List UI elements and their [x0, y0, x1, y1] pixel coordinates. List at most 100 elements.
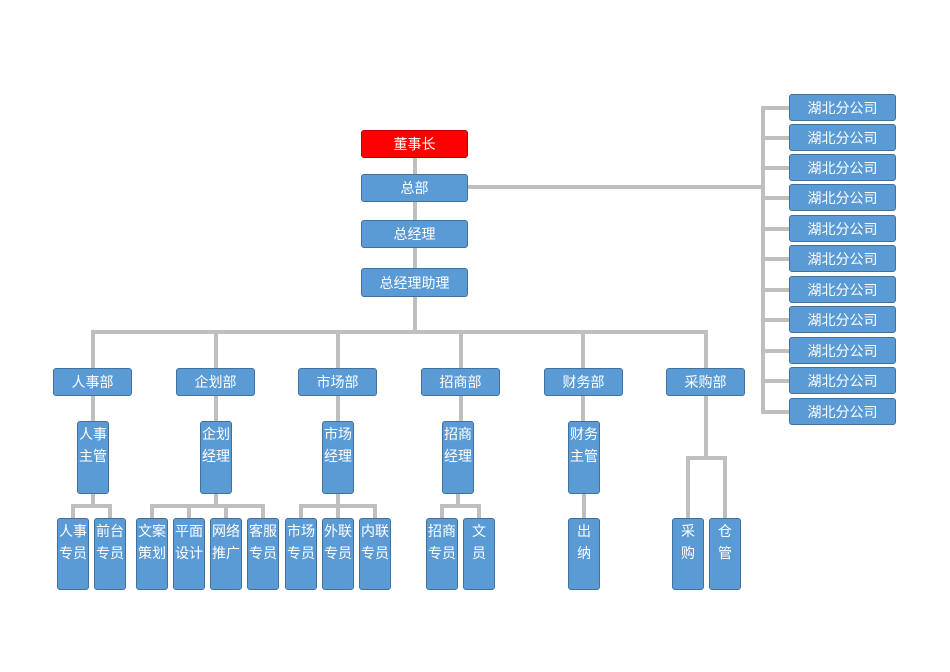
department-label: 市场部	[316, 375, 359, 391]
staff-box: 前台 专员	[94, 518, 126, 590]
branch-box: 湖北分公司	[789, 245, 896, 272]
branch-box: 湖北分公司	[789, 398, 896, 425]
manager-box-market: 市场 经理	[322, 421, 354, 494]
department-label: 采购部	[684, 375, 727, 391]
staff-label-line2: 员	[472, 546, 486, 562]
branch-box: 湖北分公司	[789, 124, 896, 151]
hq-box: 总部	[361, 174, 468, 202]
staff-box: 网络 推广	[210, 518, 242, 590]
manager-box-hr: 人事 主管	[77, 421, 109, 494]
department-box-investment: 招商部	[421, 368, 500, 396]
staff-label-line1: 市场	[287, 524, 315, 540]
manager-label-line1: 企划	[202, 427, 230, 443]
manager-label-line2: 经理	[202, 449, 230, 465]
manager-label-line1: 市场	[324, 427, 352, 443]
branch-box: 湖北分公司	[789, 94, 896, 121]
branch-label: 湖北分公司	[807, 221, 878, 238]
manager-box-finance: 财务 主管	[568, 421, 600, 494]
staff-label-line2: 管	[718, 546, 732, 562]
staff-label-line2: 推广	[212, 546, 240, 562]
staff-label-line2: 专员	[361, 546, 389, 562]
staff-box: 采 购	[672, 518, 704, 590]
manager-label-line1: 招商	[444, 427, 472, 443]
staff-box: 内联 专员	[359, 518, 391, 590]
branch-label: 湖北分公司	[807, 312, 878, 329]
staff-label-line1: 客服	[249, 524, 277, 540]
chairman-box: 董事长	[361, 130, 468, 158]
manager-label-line1: 财务	[570, 427, 598, 443]
branch-label: 湖北分公司	[807, 130, 878, 147]
manager-label-line2: 主管	[570, 449, 598, 465]
manager-label-line2: 经理	[324, 449, 352, 465]
manager-label-line2: 主管	[79, 449, 107, 465]
staff-box: 人事 专员	[57, 518, 89, 590]
department-label: 财务部	[562, 375, 605, 391]
staff-box: 出 纳	[568, 518, 600, 590]
staff-label-line1: 采	[681, 524, 695, 540]
staff-box: 外联 专员	[322, 518, 354, 590]
department-label: 招商部	[439, 375, 482, 391]
branch-box: 湖北分公司	[789, 154, 896, 181]
staff-label-line1: 出	[577, 524, 591, 540]
chairman-label: 董事长	[393, 137, 436, 153]
branch-label: 湖北分公司	[807, 373, 878, 390]
staff-box: 市场 专员	[285, 518, 317, 590]
staff-label-line1: 招商	[428, 524, 456, 540]
staff-label-line1: 前台	[96, 524, 124, 540]
department-box-finance: 财务部	[544, 368, 623, 396]
staff-box: 平面 设计	[173, 518, 205, 590]
manager-box-investment: 招商 经理	[442, 421, 474, 494]
staff-label-line1: 仓	[718, 524, 732, 540]
staff-box: 客服 专员	[247, 518, 279, 590]
staff-label-line2: 专员	[428, 546, 456, 562]
branch-label: 湖北分公司	[807, 160, 878, 177]
staff-box: 文 员	[463, 518, 495, 590]
staff-label-line1: 内联	[361, 524, 389, 540]
staff-box: 招商 专员	[426, 518, 458, 590]
branch-label: 湖北分公司	[807, 343, 878, 360]
branch-label: 湖北分公司	[807, 100, 878, 117]
staff-label-line1: 文案	[138, 524, 166, 540]
department-box-planning: 企划部	[176, 368, 255, 396]
gm-assistant-label: 总经理助理	[379, 275, 450, 292]
staff-label-line1: 平面	[175, 524, 203, 540]
branch-label: 湖北分公司	[807, 404, 878, 421]
manager-label-line2: 经理	[444, 449, 472, 465]
manager-box-planning: 企划 经理	[200, 421, 232, 494]
branch-label: 湖北分公司	[807, 190, 878, 207]
branch-label: 湖北分公司	[807, 251, 878, 268]
branch-label: 湖北分公司	[807, 282, 878, 299]
staff-label-line1: 文	[472, 524, 486, 540]
staff-label-line2: 设计	[175, 546, 203, 562]
manager-label-line1: 人事	[79, 427, 107, 443]
branch-box: 湖北分公司	[789, 337, 896, 364]
staff-label-line2: 专员	[59, 546, 87, 562]
staff-label-line2: 专员	[324, 546, 352, 562]
branch-box: 湖北分公司	[789, 184, 896, 211]
staff-label-line2: 纳	[577, 546, 591, 562]
department-box-market: 市场部	[298, 368, 377, 396]
hq-label: 总部	[400, 181, 429, 197]
department-label: 企划部	[194, 375, 237, 391]
gm-box: 总经理	[361, 220, 468, 248]
staff-label-line1: 外联	[324, 524, 352, 540]
branch-box: 湖北分公司	[789, 306, 896, 333]
department-box-purchasing: 采购部	[666, 368, 745, 396]
branch-box: 湖北分公司	[789, 367, 896, 394]
staff-label-line1: 网络	[212, 524, 240, 540]
gm-label: 总经理	[393, 227, 436, 243]
staff-label-line2: 专员	[249, 546, 277, 562]
staff-box: 文案 策划	[136, 518, 168, 590]
branch-box: 湖北分公司	[789, 215, 896, 242]
staff-box: 仓 管	[709, 518, 741, 590]
staff-label-line1: 人事	[59, 524, 87, 540]
staff-label-line2: 专员	[287, 546, 315, 562]
staff-label-line2: 专员	[96, 546, 124, 562]
department-label: 人事部	[71, 375, 114, 391]
staff-label-line2: 策划	[138, 546, 166, 562]
department-box-hr: 人事部	[53, 368, 132, 396]
gm-assistant-box: 总经理助理	[361, 268, 468, 297]
branch-box: 湖北分公司	[789, 276, 896, 303]
staff-label-line2: 购	[681, 546, 695, 562]
